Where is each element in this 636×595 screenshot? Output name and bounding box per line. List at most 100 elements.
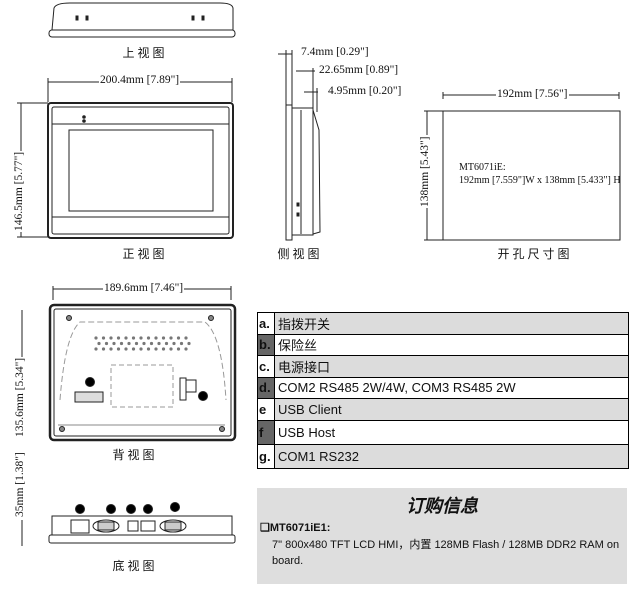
table-row: g.COM1 RS232 [258, 444, 628, 468]
top-view-caption: 上视图 [122, 46, 168, 60]
port-label: USB Host [278, 424, 336, 440]
port-key: g. [258, 444, 275, 468]
marker-f-label: f [146, 505, 149, 514]
back-width-dim: 189.6mm [7.46"] [103, 282, 185, 294]
marker-c-circle [75, 504, 85, 514]
vent-hole [109, 347, 113, 351]
cutout-model: MT6071iE: [459, 162, 506, 173]
vent-hole [169, 336, 173, 340]
vent-hole [116, 336, 121, 340]
vent-hole [124, 347, 128, 351]
marker-g-label: g [173, 503, 177, 512]
vent-hole [134, 341, 139, 346]
vent-hole [139, 347, 143, 351]
ordering-model: ❑MT6071iE1: [260, 522, 331, 534]
vent-hole [112, 341, 116, 346]
cutout-drawing [424, 92, 621, 241]
vent-hole [142, 341, 146, 346]
vent-hole [94, 336, 98, 340]
port-markers: a b c d e f g [75, 377, 208, 514]
vent-hole [187, 341, 191, 346]
vent-hole [101, 336, 106, 340]
marker-d-circle [106, 504, 116, 514]
side-dim-1: 7.4mm [0.29"] [300, 46, 370, 58]
marker-a-circle [198, 391, 208, 401]
vent-hole [184, 336, 188, 340]
vent-hole [154, 336, 158, 340]
vent-hole [161, 347, 166, 351]
port-key: e [258, 399, 275, 420]
side-view-caption: 侧视图 [277, 247, 323, 261]
marker-g-circle [170, 502, 180, 512]
marker-c-label: c [78, 505, 82, 514]
marker-e-label: e [129, 505, 134, 514]
marker-d-label: d [109, 505, 113, 514]
front-width-dim: 200.4mm [7.89"] [99, 74, 181, 86]
cutout-size: 192mm [7.559"]W x 138mm [5.433"] H [459, 175, 621, 186]
back-view-drawing [21, 286, 237, 442]
top-view-drawing [48, 2, 236, 38]
vent-hole [146, 347, 151, 351]
port-label: 电源接口 [278, 359, 331, 375]
vent-hole [101, 347, 106, 351]
table-row: b.保险丝 [258, 334, 628, 356]
vent-hole [179, 341, 184, 346]
bottom-view-caption: 底视图 [112, 559, 158, 573]
bottom-view-drawing [21, 515, 236, 546]
cutout-height-dim: 138mm [5.43"] [419, 135, 431, 208]
vent-hole [146, 336, 151, 340]
vent-hole [176, 347, 181, 351]
front-view-caption: 正视图 [122, 247, 168, 261]
port-legend-table: a.指拨开关 b.保险丝 c.电源接口 d.COM2 RS485 2W/4W, … [257, 312, 629, 469]
vent-hole [184, 347, 188, 351]
marker-a-label: a [201, 392, 206, 401]
vent-hole [124, 336, 128, 340]
marker-b-label: b [88, 378, 93, 387]
vent-hole [109, 336, 113, 340]
port-label: 指拨开关 [278, 316, 331, 332]
front-view-drawing [17, 78, 234, 239]
marker-f-circle [143, 504, 153, 514]
cutout-caption: 开孔尺寸图 [497, 247, 573, 261]
ordering-info: 订购信息 ❑MT6071iE1: 7" 800x480 TFT LCD HMI，… [257, 488, 627, 584]
vent-hole [97, 341, 101, 346]
vent-hole [104, 341, 109, 346]
vent-hole [131, 347, 136, 351]
port-label: USB Client [278, 401, 342, 417]
port-key: c. [258, 356, 275, 377]
table-row: a.指拨开关 [258, 313, 628, 335]
vent-hole [164, 341, 169, 346]
marker-e-circle [126, 504, 136, 514]
vent-hole [94, 347, 98, 351]
port-key: d. [258, 377, 275, 398]
side-dim-2: 22.65mm [0.89"] [318, 64, 400, 76]
vent-hole [157, 341, 161, 346]
vent-hole [139, 336, 143, 340]
vent-hole [161, 336, 166, 340]
back-height-dim: 135.6mm [5.34"] [14, 356, 26, 438]
ordering-description: 7" 800x480 TFT LCD HMI，内置 128MB Flash / … [272, 539, 620, 567]
cutout-width-dim: 192mm [7.56"] [496, 88, 569, 100]
vent-hole [154, 347, 158, 351]
vent-hole [169, 347, 173, 351]
back-view-caption: 背视图 [112, 448, 158, 462]
port-label: 保险丝 [278, 338, 318, 354]
ordering-title: 订购信息 [406, 496, 478, 516]
vent-hole [176, 336, 181, 340]
vent-hole [119, 341, 124, 346]
table-row: d.COM2 RS485 2W/4W, COM3 RS485 2W [258, 377, 628, 399]
vent-hole [131, 336, 136, 340]
vent-hole [149, 341, 154, 346]
bottom-depth-dim: 35mm [1.38"] [14, 451, 26, 518]
port-key: a. [258, 313, 275, 334]
side-dim-3: 4.95mm [0.20"] [327, 85, 403, 97]
side-view-drawing [278, 50, 321, 241]
vent-hole [127, 341, 131, 346]
port-key: f [258, 420, 275, 444]
port-label: COM1 RS232 [278, 448, 359, 464]
port-key: b. [258, 334, 275, 355]
